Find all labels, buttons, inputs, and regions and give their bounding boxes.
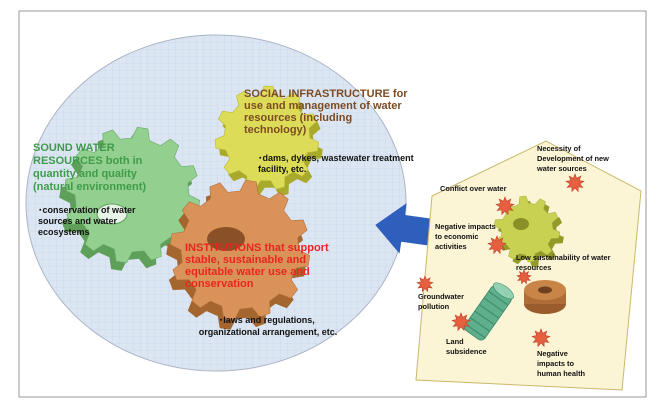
social-infrastructure-title: SOCIAL INFRASTRUCTURE for use and manage… bbox=[244, 88, 411, 136]
sound-water-title-line: RESOURCES both in bbox=[33, 155, 143, 167]
teal-gear-ridge bbox=[474, 310, 495, 326]
green-gear-face bbox=[63, 126, 201, 264]
social-infrastructure-example-line: ･dams, dykes, wastewater treatment bbox=[258, 153, 414, 163]
institutions-title-line: INSTITUTIONS that support bbox=[185, 242, 329, 254]
social-infrastructure-title-line: SOCIAL INFRASTRUCTURE for bbox=[244, 88, 408, 100]
sound-water-examples: ･conservation of water sources and water… bbox=[38, 205, 138, 237]
institutions-gear-icon bbox=[166, 179, 311, 330]
problem-health-impacts: Negative impacts to human health bbox=[537, 349, 586, 378]
small-gear-hole bbox=[513, 218, 529, 230]
social-infrastructure-title-line: use and management of water bbox=[244, 100, 402, 112]
problem-label-line: pollution bbox=[418, 302, 450, 311]
sound-water-title-line: (natural environment) bbox=[33, 181, 146, 193]
problem-label-line: Negative impacts bbox=[435, 222, 496, 231]
problem-label-line: to economic bbox=[435, 232, 479, 241]
yellow-gear-face bbox=[214, 85, 320, 190]
problem-label-line: Development of new bbox=[537, 154, 609, 163]
institutions-examples: ･laws and regulations, organizational ar… bbox=[199, 315, 338, 337]
sound-water-example-line: ecosystems bbox=[38, 227, 90, 237]
green-gear-hole bbox=[96, 203, 128, 225]
social-infrastructure-gear-icon bbox=[214, 85, 323, 197]
starburst-icon bbox=[416, 275, 434, 293]
social-infrastructure-examples: ･dams, dykes, wastewater treatment facil… bbox=[258, 153, 416, 174]
institutions-title-line: equitable water use and bbox=[185, 266, 310, 278]
institutions-title-line: conservation bbox=[185, 278, 254, 290]
problem-conflict: Conflict over water bbox=[440, 184, 507, 193]
starburst-icon bbox=[495, 196, 515, 216]
problem-economic-impacts: Negative impacts to economic activities bbox=[435, 222, 498, 251]
problem-land-subsidence: Land subsidence bbox=[446, 337, 487, 356]
brown-gear-face bbox=[169, 179, 311, 321]
problem-new-water-sources: Necessity of Development of new water so… bbox=[536, 144, 611, 173]
problem-label-line: impacts to bbox=[537, 359, 574, 368]
problem-markers bbox=[416, 173, 585, 348]
sound-water-title: SOUND WATER RESOURCES both in quantity a… bbox=[33, 142, 146, 193]
problem-label-line: Groundwater bbox=[418, 292, 464, 301]
problem-label-line: activities bbox=[435, 242, 467, 251]
problem-label-line: Necessity of bbox=[537, 144, 581, 153]
arrow-left-icon bbox=[375, 203, 435, 254]
problem-label-line: Low sustainability of water bbox=[516, 253, 611, 262]
small-gear-face bbox=[493, 195, 561, 263]
problem-groundwater-pollution: Groundwater pollution bbox=[418, 292, 466, 311]
starburst-icon bbox=[516, 269, 532, 285]
problem-label-line: Land bbox=[446, 337, 464, 346]
sound-water-title-line: quantity and quality bbox=[33, 168, 138, 180]
small-gear-icon bbox=[493, 195, 564, 267]
brown-cylinder-hole bbox=[538, 286, 552, 294]
problem-label-line: Negative bbox=[537, 349, 568, 358]
problem-label-line: subsidence bbox=[446, 347, 487, 356]
problem-label-line: Conflict over water bbox=[440, 184, 507, 193]
starburst-icon bbox=[565, 173, 585, 193]
starburst-icon bbox=[451, 312, 471, 332]
social-infrastructure-title-line: resources (including bbox=[244, 112, 352, 124]
starburst-icon bbox=[487, 235, 507, 255]
teal-gear-icon bbox=[464, 282, 515, 341]
brown-gear-hole bbox=[207, 227, 245, 251]
institutions-example-line: ･laws and regulations, bbox=[219, 315, 315, 325]
social-infrastructure-example-line: facility, etc. bbox=[258, 164, 306, 174]
teal-gear-ridge bbox=[483, 297, 504, 313]
sound-water-example-line: ･conservation of water bbox=[38, 205, 136, 215]
sound-water-title-line: SOUND WATER bbox=[33, 142, 115, 154]
problem-label-line: human health bbox=[537, 369, 586, 378]
sound-water-gear-icon bbox=[59, 126, 201, 271]
starburst-icon bbox=[531, 328, 551, 348]
sound-water-example-line: sources and water bbox=[38, 216, 118, 226]
problem-low-sustainability: Low sustainability of water resources bbox=[516, 253, 613, 272]
institutions-title: INSTITUTIONS that support stable, sustai… bbox=[185, 242, 332, 290]
institutions-example-line: organizational arrangement, etc. bbox=[199, 327, 338, 337]
diagram-frame bbox=[18, 10, 647, 398]
social-infrastructure-title-line: technology) bbox=[244, 124, 307, 136]
problem-label-line: resources bbox=[516, 263, 551, 272]
teal-gear-ridge bbox=[488, 290, 509, 306]
teal-gear-ridge bbox=[469, 317, 491, 332]
teal-gear-ridge bbox=[478, 303, 500, 319]
teal-gear-top bbox=[492, 282, 515, 300]
brown-cylinder-icon bbox=[524, 280, 566, 314]
institutions-title-line: stable, sustainable and bbox=[185, 254, 306, 266]
problem-label-line: water sources bbox=[536, 164, 587, 173]
